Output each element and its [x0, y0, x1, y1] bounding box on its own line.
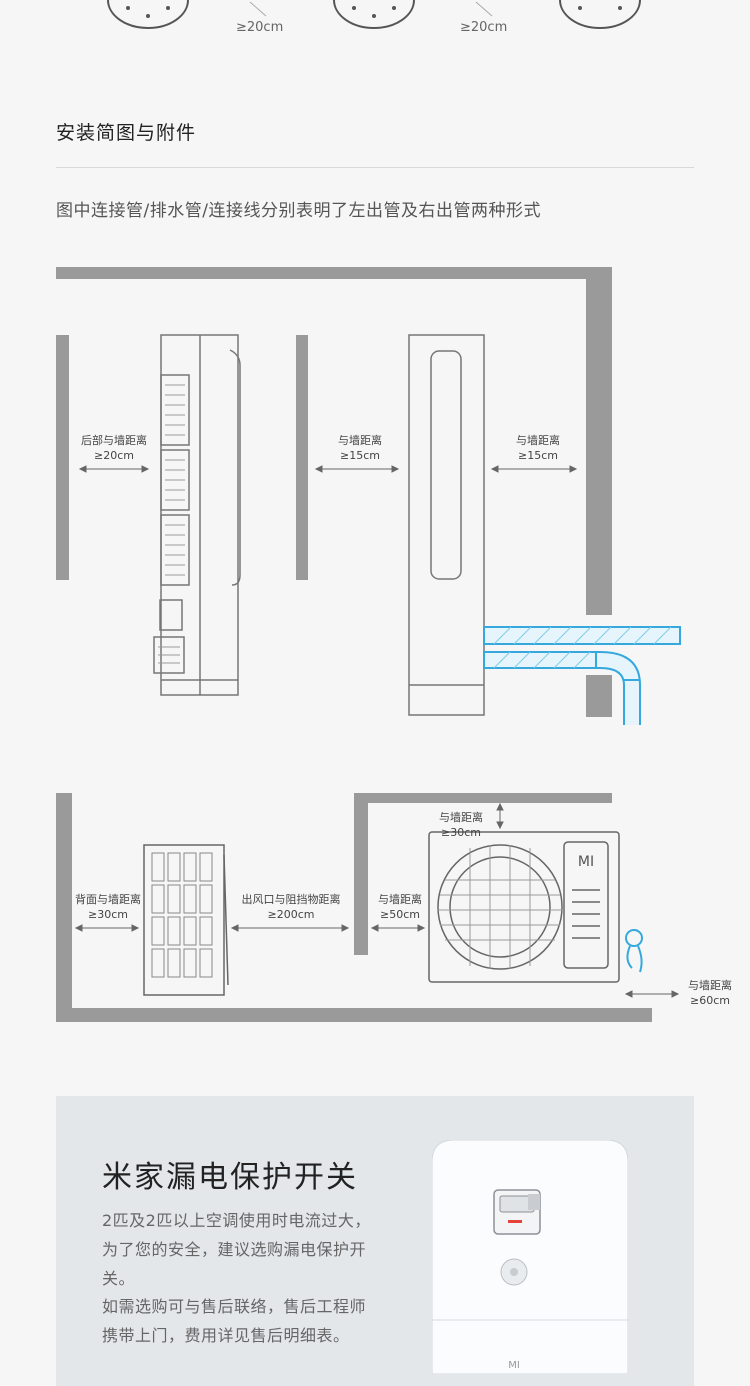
section-title: 安装简图与附件	[56, 122, 197, 144]
indoor-rear-dim: 后部与墙距离≥20cm	[81, 434, 147, 462]
indoor-side-left-dim: 与墙距离≥15cm	[338, 434, 382, 462]
outdoor-right-dim: 与墙距离≥60cm	[688, 979, 732, 1007]
section-divider	[56, 167, 694, 168]
outdoor-back-dim: 背面与墙距离≥30cm	[75, 893, 141, 921]
promo-paragraph-1: 2匹及2匹以上空调使用时电流过大，为了您的安全，建议选购漏电保护开关。	[102, 1211, 371, 1288]
mijia-logo-outdoor: MI	[578, 854, 594, 870]
indoor-wall-right-lower	[586, 675, 612, 717]
indoor-install-diagram	[56, 267, 681, 725]
top-dim-right: ≥20cm	[460, 20, 508, 35]
outdoor-install-diagram: MI	[56, 793, 680, 1022]
indoor-side-right-dim: 与墙距离≥15cm	[516, 434, 560, 462]
top-dim-left: ≥20cm	[236, 20, 284, 35]
outdoor-outlet-dim: 出风口与阻挡物距离≥200cm	[241, 893, 341, 921]
indoor-unit-front	[408, 334, 485, 716]
outdoor-unit-side	[143, 844, 229, 996]
wall-left	[296, 335, 308, 580]
outdoor-top-dim: 与墙距离≥30cm	[439, 811, 483, 839]
promo-paragraph-2: 如需选购可与售后联络，售后工程师携带上门，费用详见售后明细表。	[102, 1297, 367, 1345]
wall-rear	[56, 335, 69, 580]
indoor-unit-side	[153, 334, 241, 696]
leak-protection-switch-illustration: MI	[432, 1140, 628, 1374]
mijia-logo-switch: MI	[508, 1360, 520, 1371]
outdoor-unit-front	[428, 831, 620, 983]
indoor-pipes	[483, 626, 681, 725]
outdoor-side-dim: 与墙距离≥50cm	[378, 893, 422, 921]
top-units-illustration	[107, 0, 641, 29]
outdoor-pipe-connection	[625, 929, 643, 973]
section-description: 图中连接管/排水管/连接线分别表明了左出管及右出管两种形式	[56, 201, 541, 221]
promo-title: 米家漏电保护开关	[102, 1160, 358, 1195]
